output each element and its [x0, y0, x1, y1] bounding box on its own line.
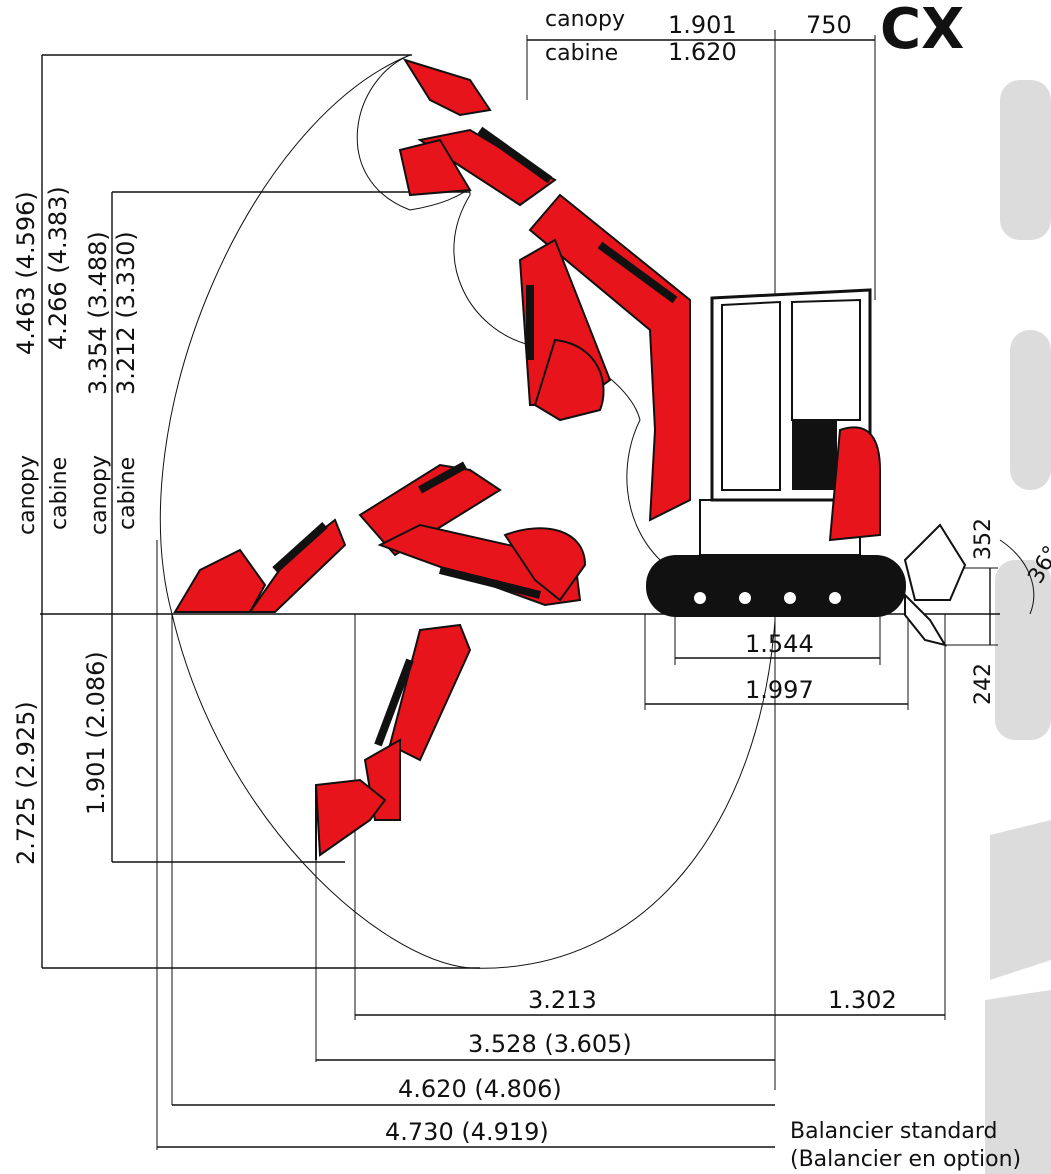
- reach-dim-lines: [157, 1014, 945, 1148]
- reach-value-3: 4.620 (4.806): [398, 1075, 562, 1103]
- dig-depth-vertical: 1.901 (2.086): [82, 651, 110, 815]
- excavator-machine: [173, 58, 967, 860]
- top-canopy-label: canopy: [545, 7, 625, 32]
- left-canopy-label-1: canopy: [15, 455, 40, 535]
- reach-value-4: 4.730 (4.919): [385, 1118, 549, 1146]
- boom: [528, 193, 691, 522]
- left-canopy-label-2: canopy: [87, 455, 112, 535]
- height-dump-2: 3.212 (3.330): [112, 231, 140, 395]
- dig-depth-max: 2.725 (2.925): [12, 701, 40, 865]
- height-dump-1: 3.354 (3.488): [84, 231, 112, 395]
- brand-logo: CX: [872, 0, 1051, 62]
- track-width-value: 1.997: [745, 676, 814, 704]
- track-dim-lines: [644, 614, 909, 710]
- dozer-blade: [903, 523, 967, 601]
- crawler-track: [646, 555, 906, 617]
- logo-text: CX: [880, 0, 964, 62]
- working-range-envelope: [159, 54, 776, 969]
- height-dim-lines: [41, 54, 480, 969]
- height-max-1: 4.463 (4.596): [12, 191, 40, 355]
- legend-option: (Balancier en option): [790, 1147, 1021, 1172]
- reach-rear-value: 1.302: [828, 986, 897, 1014]
- blade-lift-value: 352: [971, 518, 996, 560]
- blade-depth-value: 242: [971, 663, 996, 705]
- top-cabine-label: cabine: [545, 41, 618, 66]
- track-gauge-value: 1.544: [745, 630, 814, 658]
- rear-swing-value: 750: [806, 11, 852, 39]
- height-max-2: 4.266 (4.383): [44, 186, 72, 350]
- width-cabine-value: 1.620: [668, 38, 737, 66]
- background-watermark: [985, 80, 1051, 1174]
- reach-value-2: 3.528 (3.605): [468, 1030, 632, 1058]
- width-canopy-value: 1.901: [668, 11, 737, 39]
- left-cabine-label-1: cabine: [47, 457, 72, 530]
- counterweight: [828, 426, 881, 542]
- reach-value-1: 3.213: [528, 986, 597, 1014]
- legend-standard: Balancier standard: [790, 1119, 997, 1144]
- inner-arc: [356, 54, 661, 561]
- bucket: [533, 338, 605, 422]
- left-cabine-label-2: cabine: [115, 457, 140, 530]
